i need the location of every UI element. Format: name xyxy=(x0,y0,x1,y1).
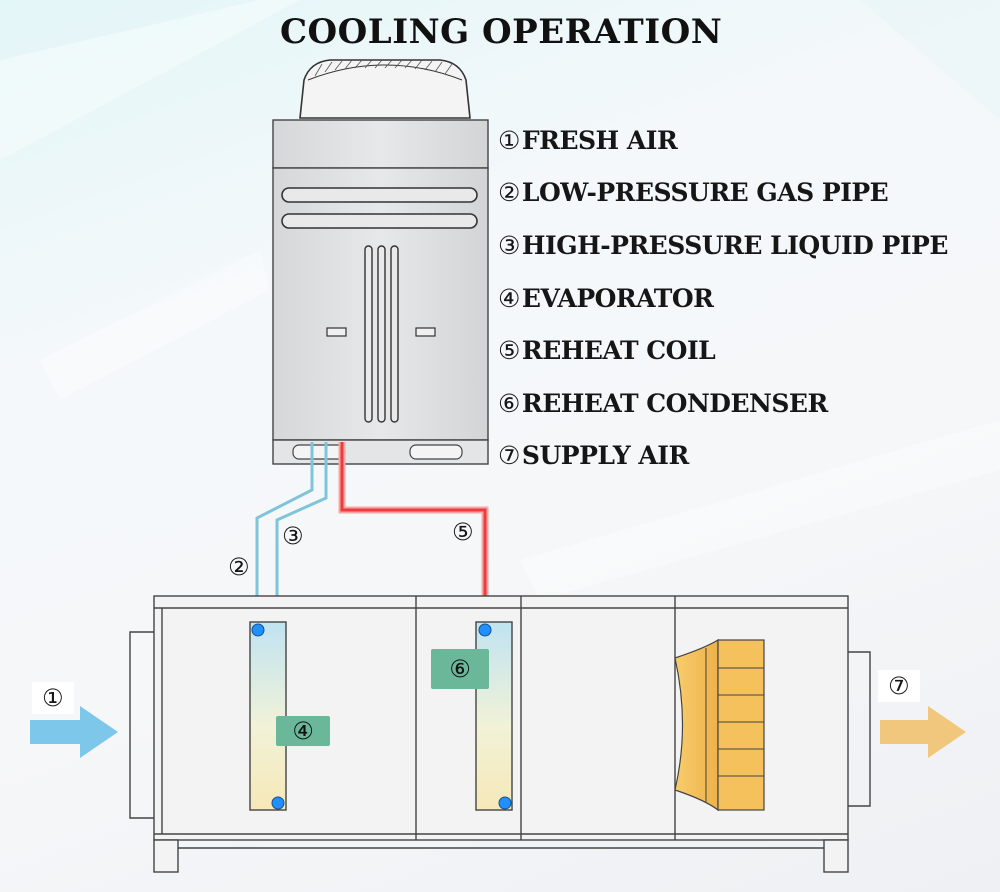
high-pressure-liquid-pipe xyxy=(275,442,328,626)
marker-gas-pipe: ② xyxy=(228,553,250,581)
supply-fan-icon xyxy=(674,638,765,812)
tag-reheat-condenser: ⑥ xyxy=(431,649,489,689)
page-title: COOLING OPERATION xyxy=(280,12,723,52)
low-pressure-gas-pipe xyxy=(255,442,314,626)
fresh-air-arrow-icon xyxy=(30,706,118,758)
background-decoration xyxy=(860,0,1000,120)
outdoor-fan-icon xyxy=(299,59,471,119)
tag-evaporator: ④ xyxy=(276,716,330,746)
marker-fresh-air: ① xyxy=(32,682,74,714)
marker-reheat-coil: ⑤ xyxy=(452,518,474,546)
marker-supply-air: ⑦ xyxy=(878,670,920,702)
reheat-coil-pipe xyxy=(338,442,489,626)
outdoor-unit xyxy=(272,59,489,465)
marker-liquid-pipe: ③ xyxy=(282,522,304,550)
supply-air-arrow-icon xyxy=(880,706,966,758)
